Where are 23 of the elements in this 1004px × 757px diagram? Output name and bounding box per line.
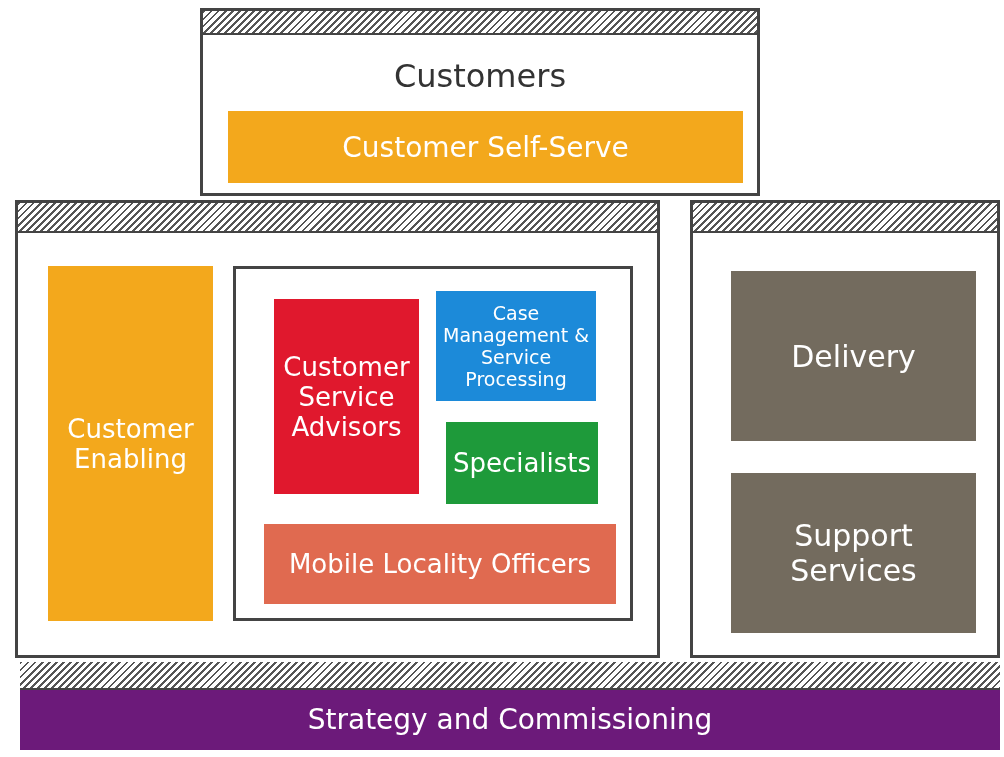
inner-panel xyxy=(233,266,633,621)
officers-bar xyxy=(264,524,616,604)
block-label: Support Services xyxy=(789,517,918,590)
support-box xyxy=(731,473,976,633)
block-label: Specialists xyxy=(451,447,593,480)
service-panel xyxy=(15,200,660,658)
delivery-panel xyxy=(690,200,1000,658)
block-label: Delivery xyxy=(790,337,917,376)
block-label: Customers xyxy=(392,56,568,97)
block-label: Customer Service Advisors xyxy=(282,350,411,444)
customers-panel xyxy=(200,8,760,196)
block-label: Case Management & Service Processing xyxy=(442,301,590,392)
delivery-box xyxy=(731,271,976,441)
block-label: Strategy and Commissioning xyxy=(306,701,714,738)
case-management-box xyxy=(436,291,596,401)
block-label: Customer Enabling xyxy=(66,412,195,476)
strategy-band xyxy=(20,662,1000,750)
specialists-box xyxy=(446,422,598,504)
block-label: Mobile Locality Officers xyxy=(287,548,593,581)
self-serve-bar xyxy=(228,111,743,183)
block-label: Customer Self-Serve xyxy=(341,129,630,166)
enabling-box xyxy=(48,266,213,621)
advisors-box xyxy=(274,299,419,494)
